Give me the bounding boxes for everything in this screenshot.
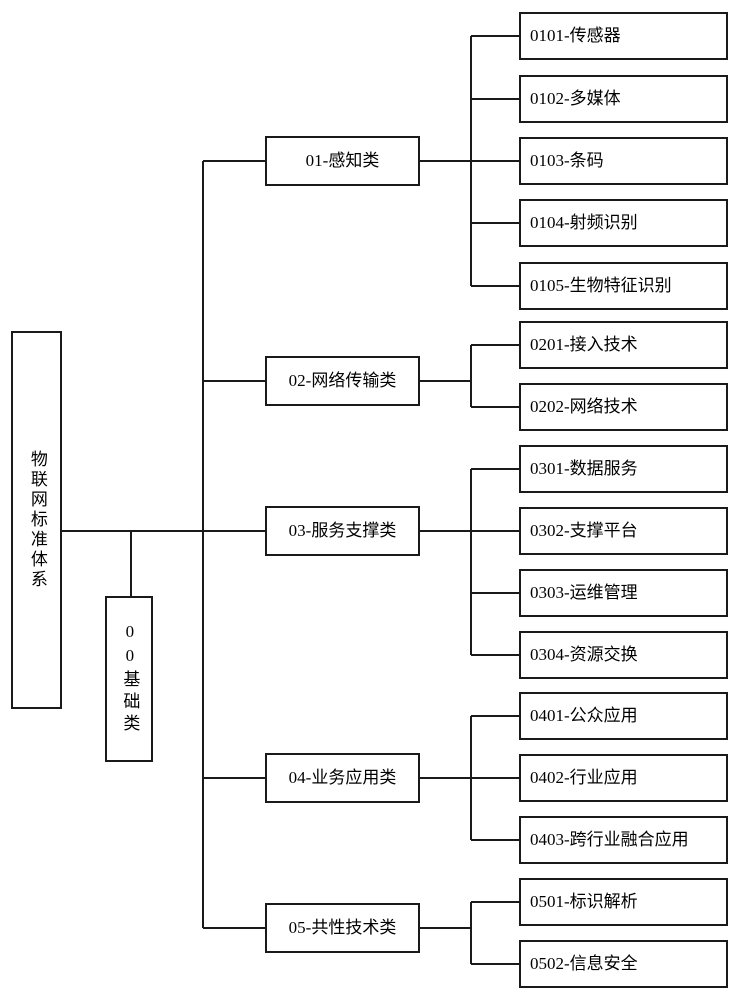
leaf-node-0102-multimedia[interactable]: 0102-多媒体 [519,75,728,123]
node-03-service-support-category[interactable]: 03-服务支撑类 [265,506,420,556]
leaf-node-0103-barcode[interactable]: 0103-条码 [519,137,728,185]
node-01-perception-category[interactable]: 01-感知类 [265,136,420,186]
root-node-iot-standard-system[interactable]: 物联网标准体系 [11,331,62,709]
leaf-node-0303-operation-maintenance-management[interactable]: 0303-运维管理 [519,569,728,617]
leaf-node-0104-rfid[interactable]: 0104-射频识别 [519,199,728,247]
leaf-node-0403-cross-industry-integration-application[interactable]: 0403-跨行业融合应用 [519,816,728,864]
leaf-node-0202-network-technology[interactable]: 0202-网络技术 [519,383,728,431]
leaf-node-0201-access-technology[interactable]: 0201-接入技术 [519,321,728,369]
leaf-node-0302-support-platform[interactable]: 0302-支撑平台 [519,507,728,555]
leaf-node-0301-data-service[interactable]: 0301-数据服务 [519,445,728,493]
leaf-node-0101-sensor[interactable]: 0101-传感器 [519,12,728,60]
node-02-network-transmission-category[interactable]: 02-网络传输类 [265,356,420,406]
node-00-basic-category[interactable]: 00基础类 [105,596,153,762]
leaf-node-0402-industry-application[interactable]: 0402-行业应用 [519,754,728,802]
leaf-node-0501-identifier-resolution[interactable]: 0501-标识解析 [519,878,728,926]
leaf-node-0401-public-application[interactable]: 0401-公众应用 [519,692,728,740]
node-04-business-application-category[interactable]: 04-业务应用类 [265,753,420,803]
leaf-node-0304-resource-exchange[interactable]: 0304-资源交换 [519,631,728,679]
node-05-common-technology-category[interactable]: 05-共性技术类 [265,903,420,953]
leaf-node-0105-biometric-recognition[interactable]: 0105-生物特征识别 [519,262,728,310]
leaf-node-0502-information-security[interactable]: 0502-信息安全 [519,940,728,988]
